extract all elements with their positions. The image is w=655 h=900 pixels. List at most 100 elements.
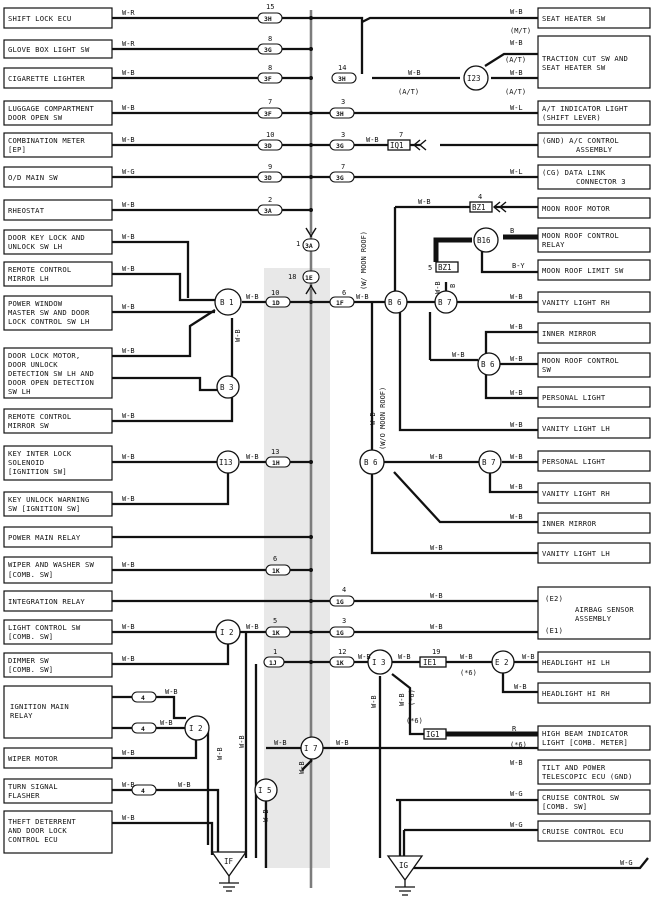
left-components: SHIFT LOCK ECU GLOVE BOX LIGHT SW CIGARE… <box>3 7 113 854</box>
component-label: SEAT HEATER SW <box>542 63 606 72</box>
svg-text:IF: IF <box>224 857 234 866</box>
svg-text:W-R: W-R <box>122 9 135 17</box>
svg-text:1F: 1F <box>336 299 344 307</box>
connector-3g-8: 8 3G <box>257 35 283 55</box>
svg-text:3: 3 <box>341 98 345 106</box>
svg-text:3G: 3G <box>336 174 344 182</box>
svg-text:W-B: W-B <box>122 781 135 789</box>
junction-b3: B 3 <box>216 375 240 399</box>
component-label: [COMB. SW] <box>8 570 53 579</box>
svg-text:W-B: W-B <box>122 233 135 241</box>
component-vanity-light-lh-1: VANITY LIGHT LH <box>537 417 651 439</box>
svg-text:W-B: W-B <box>274 739 287 747</box>
connector-3a-2: 2 3A <box>257 196 283 216</box>
junction-b1: B 1 <box>214 288 242 316</box>
component-label: TELESCOPIC ECU (GND) <box>542 772 633 781</box>
svg-text:W-B: W-B <box>514 683 527 691</box>
component-remote-control-mirror-lh: REMOTE CONTROL MIRROR LH <box>3 261 113 287</box>
svg-text:W-B: W-B <box>510 355 523 363</box>
connector-1k-12: 12 1K <box>329 648 355 668</box>
svg-text:W-L: W-L <box>510 168 523 176</box>
component-dimmer-sw: DIMMER SW [COMB. SW] <box>3 652 113 678</box>
svg-text:W-B: W-B <box>510 293 523 301</box>
svg-text:1E: 1E <box>305 274 313 282</box>
component-label: [EP] <box>8 145 26 154</box>
component-label: DOOR UNLOCK <box>8 360 58 369</box>
svg-text:2: 2 <box>268 196 272 204</box>
component-label: HEADLIGHT HI RH <box>542 689 610 698</box>
svg-text:1: 1 <box>273 648 277 656</box>
component-label: SW LH <box>8 387 31 396</box>
wire-label-vertical: W-B <box>262 809 270 822</box>
component-combination-meter-ep: COMBINATION METER [EP] <box>3 132 113 158</box>
component-seat-heater-sw: SEAT HEATER SW <box>537 7 651 29</box>
svg-text:W-B: W-B <box>246 623 259 631</box>
ground-if: IF <box>210 851 248 892</box>
wire-label-vertical: W-B <box>234 329 242 342</box>
svg-text:W-B: W-B <box>122 303 135 311</box>
component-moon-roof-control-sw: MOON ROOF CONTROL SW <box>537 352 651 378</box>
component-key-unlock-warning-sw: KEY UNLOCK WARNING SW [IGNITION SW] <box>3 491 113 517</box>
svg-text:W-B: W-B <box>122 201 135 209</box>
component-personal-light-2: PERSONAL LIGHT <box>537 450 651 472</box>
svg-text:R: R <box>512 725 517 733</box>
component-label: A/T INDICATOR LIGHT <box>542 104 628 113</box>
component-high-beam-indicator: HIGH BEAM INDICATOR LIGHT [COMB. METER] <box>537 725 651 751</box>
wire-labels: W-R W-R W-B W-B W-B W-G W-B W-B W-B W-B … <box>122 8 633 867</box>
svg-text:W-B: W-B <box>510 69 523 77</box>
component-moon-roof-motor: MOON ROOF MOTOR <box>537 197 651 219</box>
component-label: KEY UNLOCK WARNING <box>8 495 90 504</box>
component-label: LOCK CONTROL SW LH <box>8 317 90 326</box>
svg-text:3H: 3H <box>338 75 346 83</box>
svg-text:IQ1: IQ1 <box>390 141 404 150</box>
component-inner-mirror-2: INNER MIRROR <box>537 512 651 534</box>
svg-text:10: 10 <box>266 131 274 139</box>
svg-text:W-B: W-B <box>510 8 523 16</box>
svg-text:3A: 3A <box>264 207 272 215</box>
svg-text:3D: 3D <box>264 142 272 150</box>
svg-text:W-B: W-B <box>122 104 135 112</box>
component-label: WIPER AND WASHER SW <box>8 560 94 569</box>
component-label: DOOR LOCK MOTOR, <box>8 351 80 360</box>
svg-text:W-B: W-B <box>366 136 379 144</box>
junction-ig1: IG1 <box>423 728 447 740</box>
component-label: CIGARETTE LIGHTER <box>8 74 85 83</box>
component-label: SW [IGNITION SW] <box>8 504 80 513</box>
junction-b6-c: B 6 <box>359 449 385 475</box>
ground-ig: IG <box>386 855 424 896</box>
svg-text:W-B: W-B <box>510 389 523 397</box>
svg-text:14: 14 <box>338 64 346 72</box>
connector-3g-3: 3 3G <box>329 131 355 151</box>
component-cruise-control-sw: CRUISE CONTROL SW [COMB. SW] <box>537 789 651 815</box>
component-label: AIRBAG SENSOR <box>575 605 634 614</box>
component-label: CRUISE CONTROL SW <box>542 793 619 802</box>
component-label: POWER WINDOW <box>8 299 63 308</box>
component-label: VANITY LIGHT RH <box>542 489 610 498</box>
svg-text:W-B: W-B <box>122 655 135 663</box>
svg-text:1K: 1K <box>272 567 280 575</box>
svg-text:W-B: W-B <box>510 421 523 429</box>
svg-text:9: 9 <box>268 163 272 171</box>
junction-i23: I23 <box>463 65 489 91</box>
svg-text:W-B: W-B <box>430 453 443 461</box>
svg-text:8: 8 <box>268 35 272 43</box>
svg-text:(M/T): (M/T) <box>510 27 531 35</box>
junction-b6-a: B 6 <box>384 290 408 314</box>
svg-text:3G: 3G <box>264 46 272 54</box>
junction-e2: E 2 <box>491 650 515 674</box>
svg-text:B16: B16 <box>477 236 491 245</box>
component-label: AND DOOR LOCK <box>8 826 67 835</box>
wire-label-vertical: W-B <box>369 412 377 425</box>
svg-text:W-R: W-R <box>122 40 135 48</box>
component-remote-control-mirror-sw: REMOTE CONTROL MIRROR SW <box>3 408 113 434</box>
svg-text:1J: 1J <box>269 659 277 667</box>
svg-text:B 1: B 1 <box>220 298 234 307</box>
component-label: LIGHT [COMB. METER] <box>542 738 628 747</box>
connector-3h-14: 14 3H <box>331 64 357 84</box>
component-label: PERSONAL LIGHT <box>542 393 606 402</box>
svg-text:7: 7 <box>268 98 272 106</box>
component-label: ASSEMBLY <box>575 614 612 623</box>
component-label: TURN SIGNAL <box>8 782 58 791</box>
svg-text:W-B: W-B <box>122 623 135 631</box>
connector-1f-6: 6 1F <box>329 289 355 308</box>
